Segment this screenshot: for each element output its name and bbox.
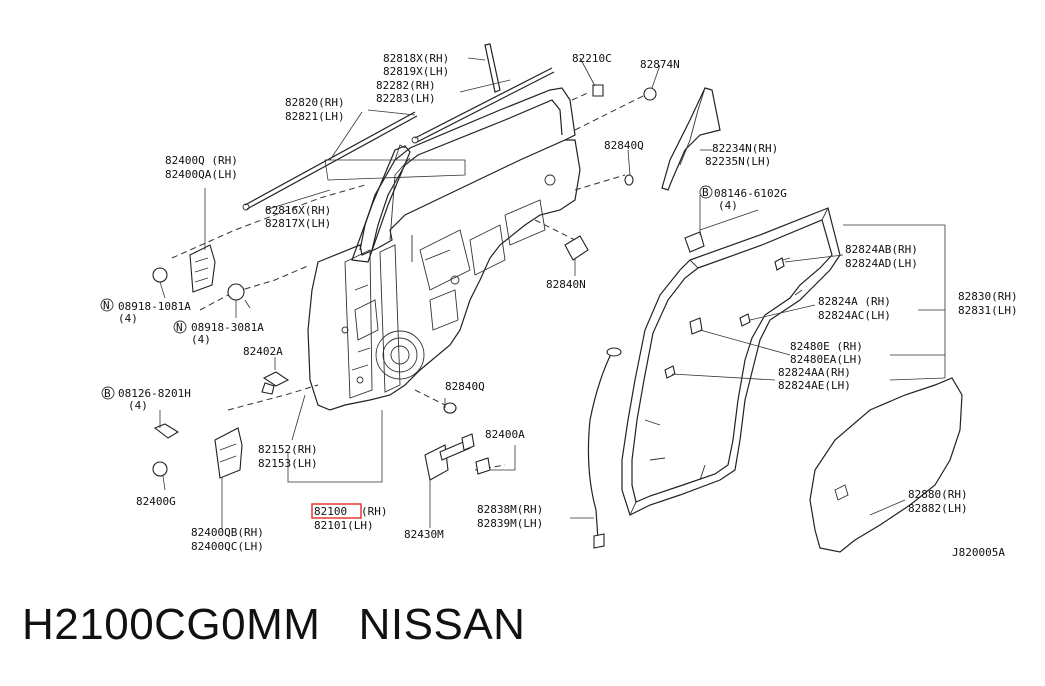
glass-run-strips (242, 43, 555, 263)
label-82400a: 82400A (485, 428, 525, 441)
label-82100-rh: (RH) (361, 505, 388, 518)
door-panel-outer (307, 139, 581, 411)
part-labels: 82818X(RH) 82819X(LH) 82282(RH) 82283(LH… (118, 52, 1018, 559)
label-82152: 82152(RH) (258, 443, 318, 456)
label-82480ea: 82480EA(LH) (790, 353, 863, 366)
label-82400g: 82400G (136, 495, 176, 508)
label-82282: 82282(RH) (376, 79, 436, 92)
sash-channel (661, 87, 721, 253)
leader-lines (159, 57, 946, 530)
label-82400q: 82400Q (RH) (165, 154, 238, 167)
weatherstrip-clips (664, 257, 785, 379)
label-82234n: 82234N(RH) (712, 142, 778, 155)
part-footer: H2100CG0MM NISSAN (22, 600, 525, 660)
label-82824ae: 82824AE(LH) (778, 379, 851, 392)
label-82480e: 82480E (RH) (790, 340, 863, 353)
label-82824ab: 82824AB(RH) (845, 243, 918, 256)
label-82840q-mid: 82840Q (445, 380, 485, 393)
label-82816x: 82816X(RH) (265, 204, 331, 217)
label-82830: 82830(RH) (958, 290, 1018, 303)
label-82880: 82880(RH) (908, 488, 968, 501)
weatherstrip (621, 207, 841, 516)
label-82819x: 82819X(LH) (383, 65, 449, 78)
label-82430m: 82430M (404, 528, 444, 541)
label-08918-3081a-qty: (4) (191, 333, 211, 346)
label-82400qa: 82400QA(LH) (165, 168, 238, 181)
label-08918-3081a: 08918-3081A (191, 321, 264, 334)
inner-insulator (809, 377, 963, 553)
label-82101: 82101(LH) (314, 519, 374, 532)
label-82882: 82882(LH) (908, 502, 968, 515)
label-82400qc: 82400QC(LH) (191, 540, 264, 553)
circle-b-08126: B (104, 387, 111, 400)
label-08146: 08146-6102G (714, 187, 787, 200)
circle-n-3081: N (176, 321, 183, 334)
label-82235n: 82235N(LH) (705, 155, 771, 168)
label-82818x: 82818X(RH) (383, 52, 449, 65)
label-08918-1081a-qty: (4) (118, 312, 138, 325)
label-82824aa: 82824AA(RH) (778, 366, 851, 379)
label-82821: 82821(LH) (285, 110, 345, 123)
label-82874n: 82874N (640, 58, 680, 71)
label-82831: 82831(LH) (958, 304, 1018, 317)
label-08918-1081a: 08918-1081A (118, 300, 191, 313)
label-82839m: 82839M(LH) (477, 517, 543, 530)
label-82838m: 82838M(RH) (477, 503, 543, 516)
label-82210c: 82210C (572, 52, 612, 65)
label-82283: 82283(LH) (376, 92, 436, 105)
label-82824ac: 82824AC(LH) (818, 309, 891, 322)
label-82400qb: 82400QB(RH) (191, 526, 264, 539)
label-82820: 82820(RH) (285, 96, 345, 109)
label-82817x: 82817X(LH) (265, 217, 331, 230)
label-82840n: 82840N (546, 278, 586, 291)
circle-b-08146: B (702, 186, 709, 199)
circle-symbols: N N B B (100, 185, 713, 400)
label-82824a: 82824A (RH) (818, 295, 891, 308)
figure-code: J820005A (952, 546, 1005, 559)
label-82153: 82153(LH) (258, 457, 318, 470)
label-82402a: 82402A (243, 345, 283, 358)
label-82100: 82100 (314, 505, 347, 518)
label-08146-qty: (4) (718, 199, 738, 212)
door-check (424, 433, 491, 481)
lower-hinge (214, 427, 243, 479)
footer-spacer (320, 600, 358, 649)
label-08126-qty: (4) (128, 399, 148, 412)
highlight-box (311, 503, 362, 519)
upper-hinge (189, 244, 216, 293)
footer-brand: NISSAN (358, 600, 526, 649)
circle-n-1081: N (103, 299, 110, 312)
footer-part-number: H2100CG0MM (22, 600, 321, 649)
label-08126: 08126-8201H (118, 387, 191, 400)
label-82824ad: 82824AD(LH) (845, 257, 918, 270)
harness (587, 347, 622, 549)
label-82840q-top: 82840Q (604, 139, 644, 152)
